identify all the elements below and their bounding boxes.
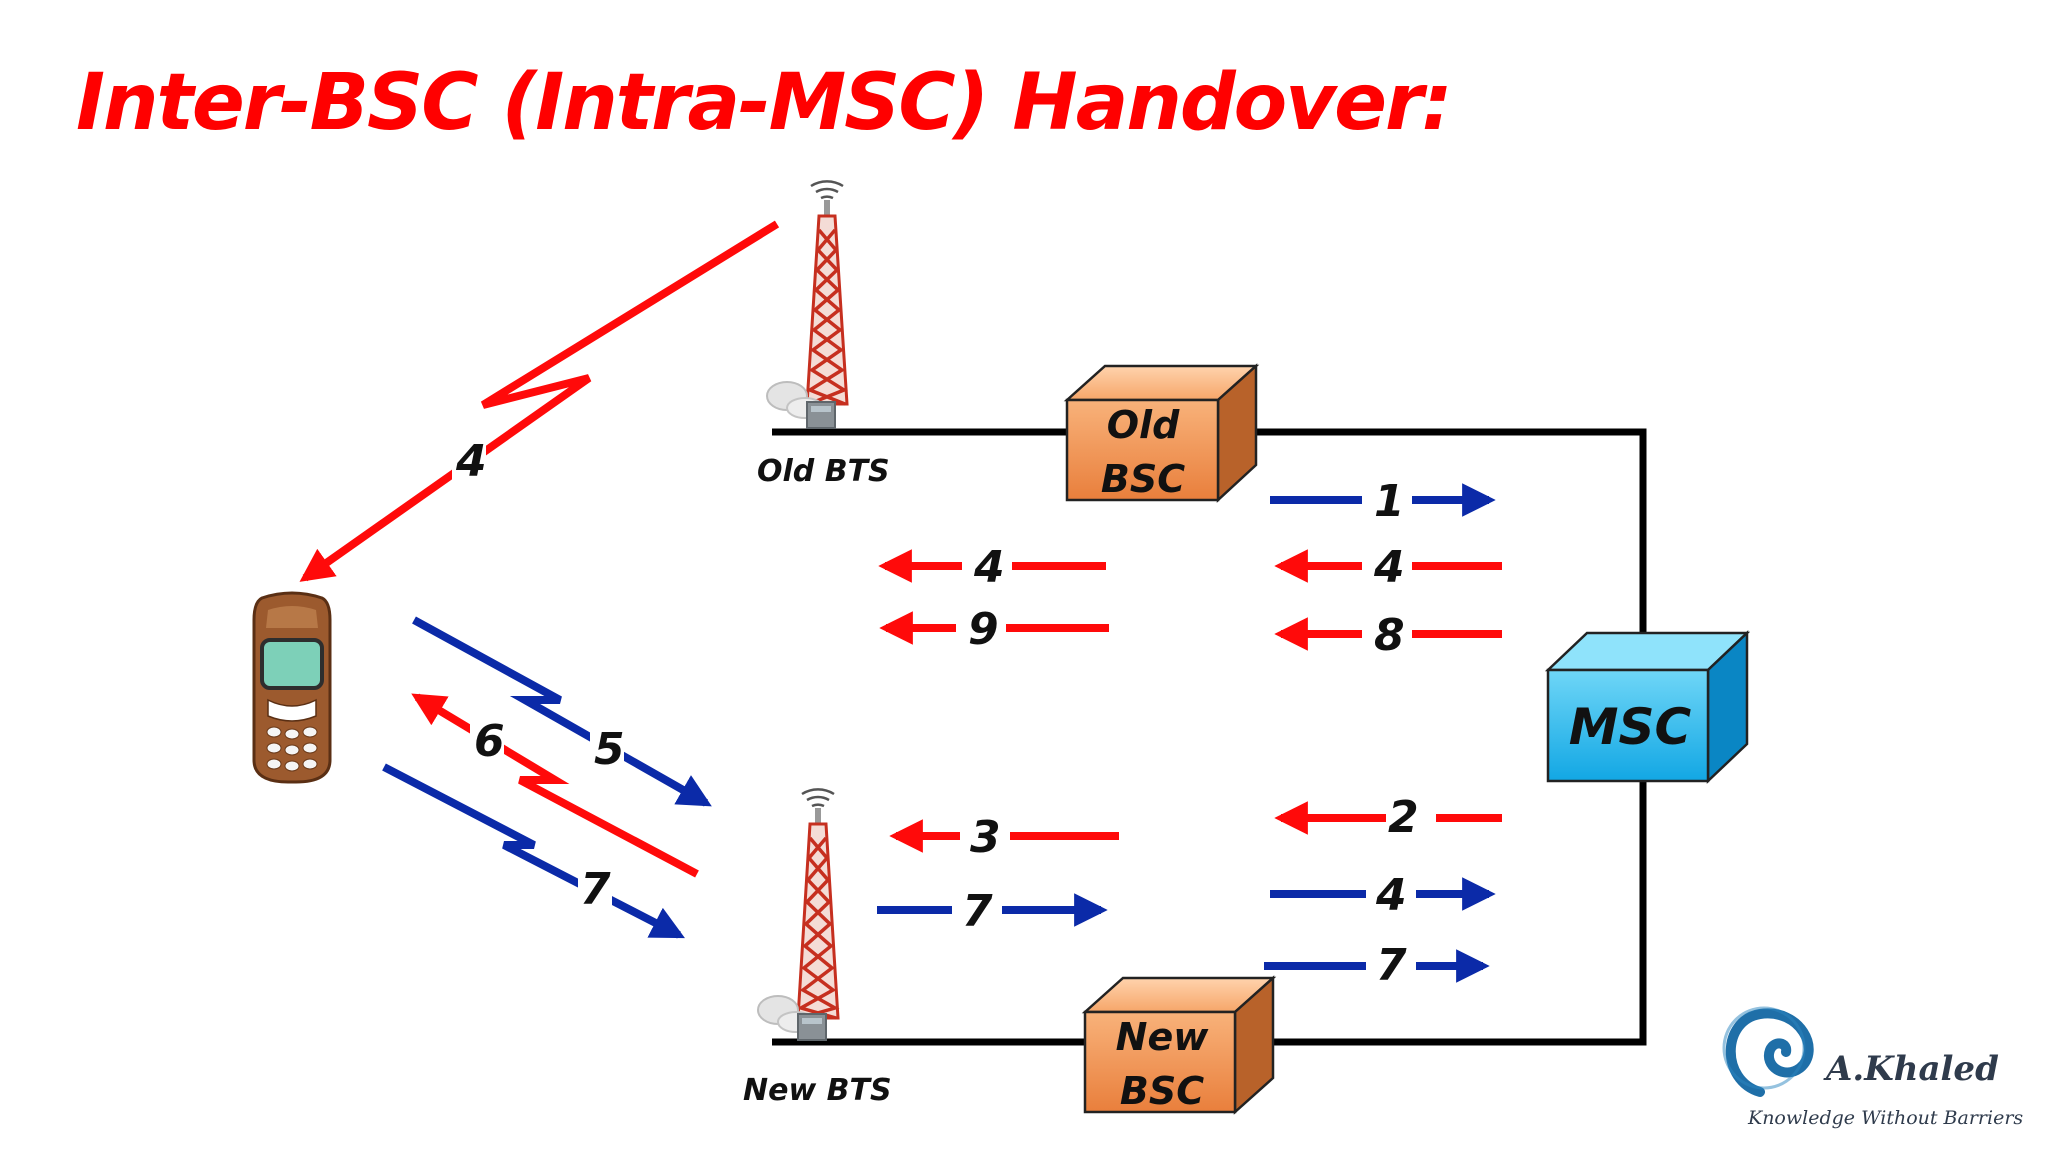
label-new-bts-3: 3 [970, 812, 1001, 863]
air-interface-arrows [299, 220, 780, 939]
logo-tagline: Knowledge Without Barriers [1747, 1107, 2023, 1129]
label-old-bts-4: 4 [973, 542, 1005, 593]
logo-swirl-icon [1725, 1008, 1814, 1097]
link-msc-to-new-bsc [1270, 780, 1647, 1046]
radio-label-4: 4 [455, 436, 487, 487]
new-bts-tower-icon [757, 788, 840, 1041]
label-new-bsc-msc-7: 7 [1376, 940, 1407, 991]
old-bsc-box: Old BSC [1063, 363, 1260, 503]
page-title: Inter-BSC (Intra-MSC) Handover: [76, 58, 1453, 148]
radio-arrow-7-ms-to-new-bts [382, 763, 685, 939]
new-bsc-label-line2: BSC [1120, 1069, 1204, 1113]
radio-arrow-4-old-bts-to-ms [299, 220, 780, 582]
air-interface-labels: 4 5 6 7 [452, 436, 625, 915]
old-bts-label: Old BTS [757, 454, 890, 489]
label-old-bsc-msc-4: 4 [1373, 542, 1405, 593]
link-old-bsc-to-msc [1250, 428, 1647, 632]
old-bts-tower-icon [766, 180, 849, 429]
radio-label-6: 6 [474, 716, 505, 767]
new-bsc-label-line1: New [1116, 1015, 1210, 1059]
old-bsc-label-line1: Old [1107, 403, 1180, 447]
radio-arrow-6-new-bts-to-ms [411, 693, 699, 878]
logo-name: A.Khaled [1823, 1049, 1999, 1089]
msc-label: MSC [1569, 698, 1692, 756]
label-old-bsc-msc-8: 8 [1374, 610, 1405, 661]
radio-label-7: 7 [580, 864, 611, 915]
radio-arrow-5-ms-to-new-bts [412, 616, 712, 807]
label-new-bsc-msc-4: 4 [1375, 870, 1407, 921]
label-old-bsc-msc-1: 1 [1374, 476, 1405, 527]
old-bsc-label-line2: BSC [1101, 457, 1185, 501]
radio-label-5: 5 [594, 724, 625, 775]
label-new-bsc-msc-2: 2 [1388, 792, 1419, 843]
mobile-phone-icon [252, 591, 332, 784]
new-bsc-box: New BSC [1081, 975, 1277, 1115]
network-links [772, 428, 1647, 1046]
label-old-bts-9: 9 [968, 604, 999, 655]
new-bts-label: New BTS [743, 1073, 892, 1108]
msc-box: MSC [1544, 630, 1751, 784]
a-khaled-logo: A.Khaled Knowledge Without Barriers [1722, 1006, 2023, 1129]
label-new-bts-7: 7 [962, 886, 993, 937]
